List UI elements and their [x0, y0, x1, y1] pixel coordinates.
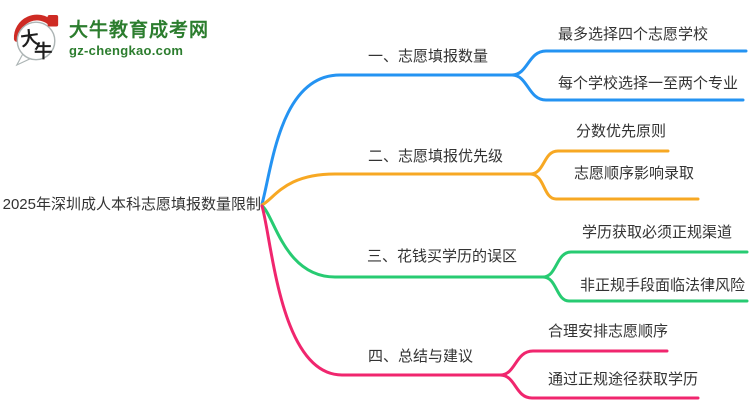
branch1-label: 一、志愿填报数量 [368, 48, 489, 65]
site-domain: gz-chengkao.com [69, 43, 184, 58]
logo-char-da: 大 [19, 26, 41, 49]
branch2-leaf2-link [528, 172, 700, 201]
branch3-leaf2-label: 非正规手段面临法律风险 [580, 277, 746, 294]
logo-char-niu: 牛 [34, 40, 52, 61]
branch3-leaf1-link [541, 250, 749, 279]
branch4-leaf2-link [498, 373, 700, 400]
branch3-leaf1-label: 学历获取必须正规渠道 [582, 224, 733, 241]
logo-red-seal [47, 14, 59, 27]
daniu-logo-icon: 大 牛 [13, 14, 59, 67]
branch2-leaf2-label: 志愿顺序影响录取 [574, 165, 695, 182]
logo-text-block: 大牛教育成考网 gz-chengkao.com [69, 19, 209, 59]
logo-speech-bubble [16, 21, 56, 61]
branch4-leaf1-label: 合理安排志愿顺序 [548, 323, 669, 340]
branch3-main-link [260, 204, 545, 279]
branch4-leaf2-label: 通过正规途径获取学历 [548, 371, 699, 388]
site-logo[interactable]: 大 牛 大牛教育成考网 gz-chengkao.com [12, 11, 209, 67]
branch2-main-link [260, 172, 532, 207]
branch1-leaf1-link [510, 49, 748, 77]
branch2-leaf1-label: 分数优先原则 [576, 123, 667, 140]
branch4-label: 四、总结与建议 [368, 348, 474, 365]
branch2-label: 二、志愿填报优先级 [368, 148, 504, 165]
branch1-leaf2-link [510, 73, 745, 102]
root-node: 2025年深圳成人本科志愿填报数量限制 [2, 196, 261, 213]
branch4-main-link [260, 204, 502, 377]
branch3-label: 三、花钱买学历的误区 [367, 248, 518, 265]
branch1-leaf1-label: 最多选择四个志愿学校 [558, 26, 709, 43]
branch1-main-link [260, 73, 514, 206]
site-name: 大牛教育成考网 [69, 20, 210, 41]
branch3-leaf2-link [541, 275, 749, 303]
logo-red-arc [13, 14, 55, 42]
branch1-leaf2-label: 每个学校选择一至两个专业 [558, 75, 739, 92]
